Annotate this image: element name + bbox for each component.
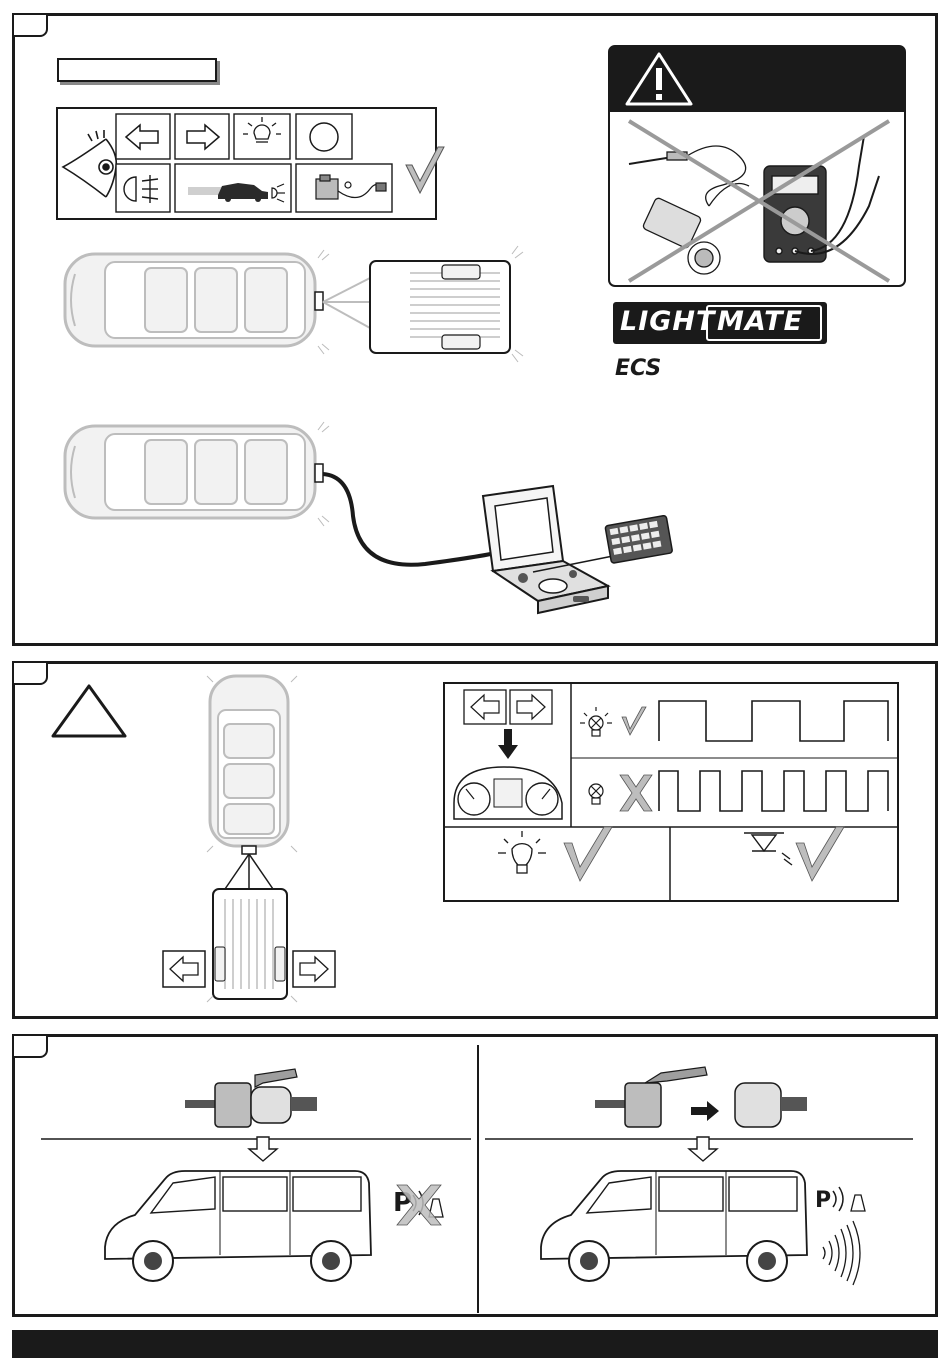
lightmate-logo-mate: MATE bbox=[717, 306, 803, 337]
parking-sensor-off-icon: P bbox=[393, 1185, 443, 1225]
panel-3-graphics: P P bbox=[15, 1037, 941, 1320]
van-top-view-2 bbox=[65, 426, 323, 518]
no-multimeter-warning bbox=[609, 46, 905, 286]
van-side-view-right bbox=[541, 1171, 807, 1281]
trailer-drawbar bbox=[323, 278, 370, 328]
ecs-logo: ECS bbox=[615, 356, 661, 381]
footer-bar bbox=[12, 1330, 938, 1358]
van-side-view-left bbox=[105, 1171, 371, 1281]
test-case-icon bbox=[483, 486, 613, 613]
lightmate-logo-light: LIGHT bbox=[620, 306, 715, 337]
parking-sensor-on-icon: P bbox=[815, 1187, 865, 1213]
test-cable bbox=[323, 474, 505, 565]
warning-icon bbox=[53, 686, 125, 736]
trailer-top-view-vertical bbox=[213, 889, 287, 999]
sound-waves-icon bbox=[823, 1221, 860, 1285]
van-top-view-vertical bbox=[210, 676, 288, 854]
van-top-view-1 bbox=[65, 254, 323, 346]
panel-3: P P bbox=[12, 1034, 938, 1317]
trailer-hitch-vertical bbox=[225, 854, 273, 889]
right-arrow-icon bbox=[293, 951, 335, 987]
panel-1: LIGHT MATE ECS bbox=[12, 13, 938, 646]
flash-rate-diagram bbox=[444, 683, 898, 901]
connector-unplugged-icon bbox=[595, 1067, 807, 1127]
panel-2 bbox=[12, 661, 938, 1019]
left-arrow-icon bbox=[163, 951, 205, 987]
test-keypad-icon bbox=[605, 515, 673, 563]
trailer-top-view bbox=[370, 261, 510, 353]
svg-text:P: P bbox=[815, 1188, 831, 1213]
connector-plugged-icon bbox=[185, 1069, 317, 1127]
panel-2-graphics bbox=[15, 664, 941, 1022]
